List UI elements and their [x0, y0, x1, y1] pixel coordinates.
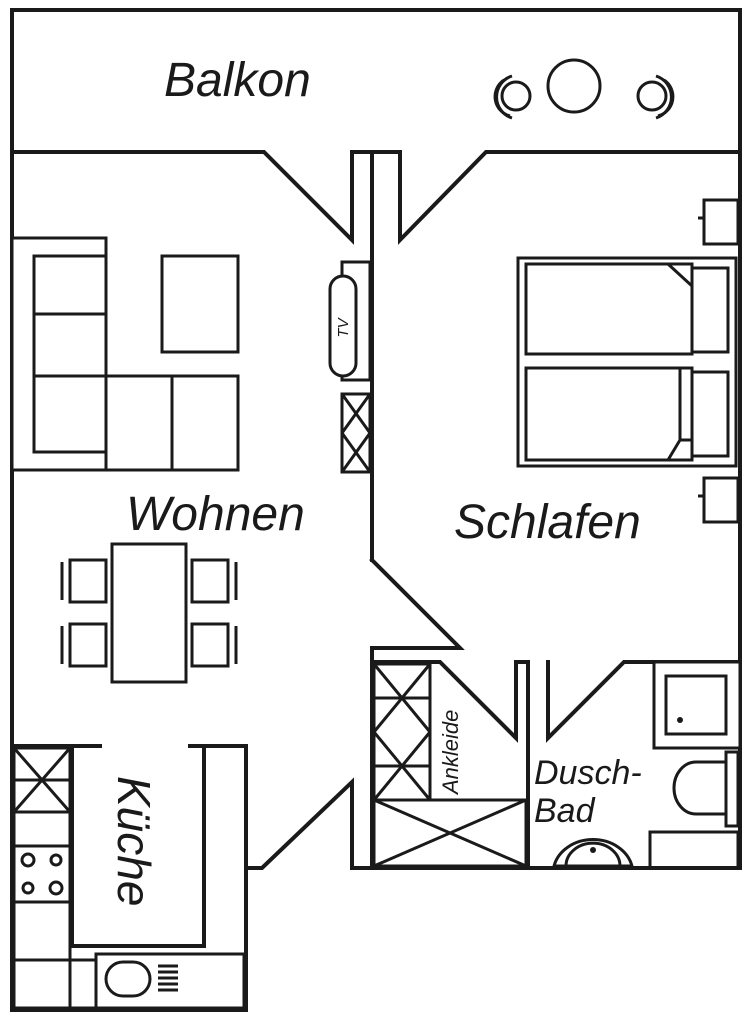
- tv-label: TV: [335, 316, 352, 337]
- sofa: [10, 236, 240, 472]
- sink: [552, 838, 634, 868]
- burner-icon: [48, 880, 64, 896]
- room-label-ankleide: Ankleide: [438, 710, 463, 796]
- dining-table: [110, 542, 188, 684]
- tv-icon: [328, 274, 358, 378]
- burner-icon: [21, 881, 35, 895]
- chair-left-icon: [500, 80, 532, 112]
- outer-walls: [10, 8, 742, 1012]
- dining-chair-right-bottom: [190, 622, 238, 668]
- balcony-wall: [10, 150, 742, 245]
- dining-set: [60, 542, 238, 684]
- nightstand-bottom: [702, 476, 740, 524]
- drain-icon: [677, 717, 683, 723]
- double-bed: [516, 256, 738, 468]
- dining-chair-left-bottom: [60, 622, 108, 668]
- armchair: [160, 254, 240, 354]
- chair-right-icon: [636, 80, 668, 112]
- room-label-dusch-bad-line1: Dusch-: [534, 754, 642, 792]
- round-table-icon: [546, 58, 602, 114]
- cabinet-wohnen: [340, 392, 372, 474]
- shower: [652, 660, 742, 750]
- bath-counter: [648, 830, 740, 870]
- balcony-table-set: [493, 58, 675, 120]
- burner-icon: [49, 853, 63, 867]
- room-label-dusch-bad-line2: Bad: [534, 792, 596, 830]
- room-label-balkon: Balkon: [164, 54, 311, 107]
- room-label-schlafen: Schlafen: [454, 496, 641, 549]
- dining-chair-left-top: [60, 558, 108, 604]
- kitchen-counter: [12, 746, 246, 1010]
- room-label-wohnen: Wohnen: [126, 488, 305, 541]
- toilet: [672, 750, 740, 828]
- interior-walls: [10, 150, 742, 948]
- room-label-kueche: Küche: [108, 776, 160, 906]
- wardrobe: [372, 662, 528, 868]
- kitchen-sink-icon: [104, 960, 152, 998]
- tv-unit: TV: [328, 260, 372, 382]
- burner-icon: [20, 852, 36, 868]
- nightstand-top: [702, 198, 740, 246]
- dining-chair-right-top: [190, 558, 238, 604]
